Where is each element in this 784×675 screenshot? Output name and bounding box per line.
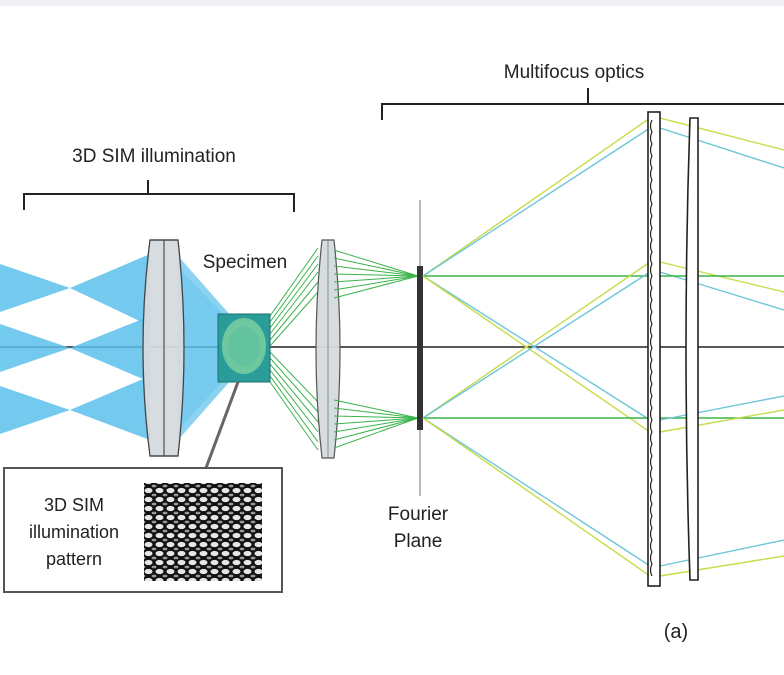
inset-line-2: illumination xyxy=(29,522,119,542)
top-strip xyxy=(0,0,784,6)
illumination-pattern-inset: 3D SIM illumination pattern xyxy=(3,467,283,593)
correction-element xyxy=(685,117,699,581)
specimen-label: Specimen xyxy=(203,252,288,273)
fourier-label-2: Plane xyxy=(394,531,443,552)
specimen-icon xyxy=(217,313,271,383)
fourier-label-1: Fourier xyxy=(388,504,449,525)
collection-lens xyxy=(315,239,341,459)
inset-pointer xyxy=(204,381,240,469)
inset-line-1: 3D SIM xyxy=(44,495,104,515)
emission-rays-right xyxy=(333,249,419,449)
multifocus-rays xyxy=(422,117,784,577)
illumination-beams xyxy=(0,254,255,440)
illumination-bracket xyxy=(23,193,295,212)
panel-label: (a) xyxy=(664,621,688,643)
fourier-plane xyxy=(417,200,423,496)
inset-line-3: pattern xyxy=(46,549,102,569)
multifocus-optics-label: Multifocus optics xyxy=(504,62,644,83)
grating-icon xyxy=(647,111,661,587)
multifocus-bracket xyxy=(381,103,784,120)
emission-rays-left xyxy=(269,247,319,451)
sim-illumination-label: 3D SIM illumination xyxy=(72,146,236,167)
lens-icon xyxy=(142,239,185,457)
